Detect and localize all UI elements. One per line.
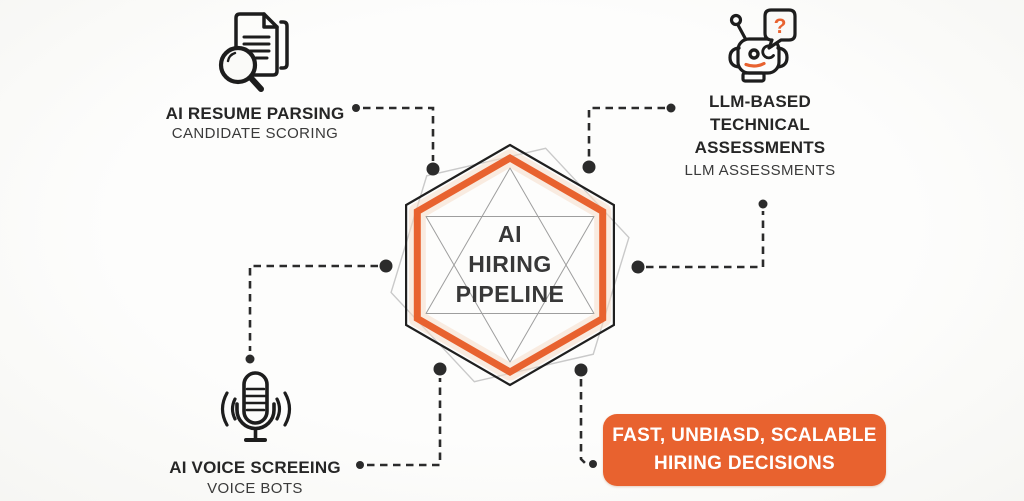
magnifier-handle [248, 75, 264, 92]
page-fold [262, 12, 279, 29]
connector-resume [363, 106, 435, 161]
connector-decision [579, 379, 586, 464]
dot-hex-left [379, 259, 393, 273]
rotated-hexagon-outline [390, 147, 630, 383]
robot-left-eye [748, 48, 760, 60]
dot-end-resume [352, 104, 360, 112]
mic-wave-right-inner [275, 397, 282, 421]
voice-callout-subtitle: VOICE BOTS [207, 480, 303, 497]
connector-left [248, 264, 378, 351]
dot-end-llm [666, 103, 676, 113]
magnifier-glint [226, 51, 237, 63]
connectors [248, 106, 765, 467]
dot-end-voice [356, 461, 364, 469]
mic-wave-left-inner [230, 397, 237, 421]
resume-callout-subtitle: CANDIDATE SCORING [171, 125, 339, 142]
dot-end-left [245, 354, 255, 364]
black-hexagon-outline [405, 143, 616, 387]
mic-wave-right-outer [283, 391, 292, 427]
connector-right [646, 211, 765, 269]
resume-callout-title: AI RESUME PARSING [165, 104, 345, 123]
robot-icon: ? [728, 8, 797, 83]
connector-voice [367, 378, 442, 467]
antenna-tip [729, 13, 743, 27]
mic-capsule [242, 371, 269, 425]
dot-hex-top-left [426, 162, 440, 176]
hexagram-triangle-up [425, 166, 595, 314]
question-mark: ? [774, 15, 787, 38]
dot-hex-top-right [582, 160, 596, 174]
decision-badge: FAST, UNBIASD, SCALABLE HIRING DECISIONS [603, 414, 886, 486]
microphone-icon [220, 371, 292, 442]
back-page [279, 20, 289, 70]
dot-hex-bottom-right [574, 363, 588, 377]
dot-hex-right [631, 260, 645, 274]
dot-end-decision [589, 460, 597, 468]
llm-callout-subtitle: LLM ASSESSMENTS [684, 162, 836, 179]
mic-wave-left-outer [220, 391, 229, 427]
dot-end-right [758, 199, 768, 209]
hexagon-center-title: AI HIRING PIPELINE [455, 221, 565, 307]
document-magnifier-icon [218, 12, 289, 92]
robot-smile [744, 61, 766, 68]
voice-callout-title: AI VOICE SCREEING [169, 458, 341, 477]
decision-badge-label: FAST, UNBIASD, SCALABLE HIRING DECISIONS [612, 425, 877, 474]
robot-right-ear [776, 46, 789, 69]
dot-hex-bottom-left [433, 362, 447, 376]
robot-left-ear [728, 46, 741, 69]
hexagram-triangle-down [425, 216, 595, 364]
speech-bubble [763, 8, 797, 50]
connector-dots [245, 103, 768, 469]
orange-hexagon-outline [413, 153, 607, 377]
robot-neck [741, 71, 766, 83]
hexagon-emblem [390, 143, 630, 387]
llm-callout-title: LLM-BASED TECHNICAL ASSESSMENTS [694, 92, 826, 157]
antenna-arm [736, 23, 747, 40]
connector-llm [587, 106, 665, 159]
